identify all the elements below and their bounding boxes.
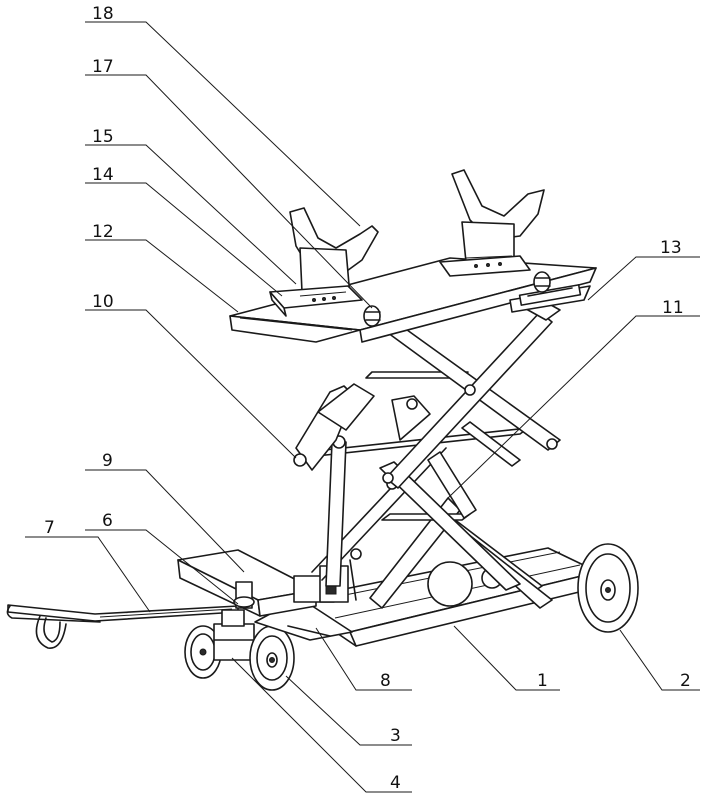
leader-3 bbox=[285, 675, 412, 746]
label-2: 2 bbox=[680, 671, 691, 691]
label-17: 17 bbox=[92, 57, 114, 77]
label-8: 8 bbox=[380, 671, 391, 691]
label-14: 14 bbox=[92, 165, 114, 185]
caster-fork bbox=[213, 609, 255, 661]
label-4: 4 bbox=[390, 773, 401, 793]
label-1: 1 bbox=[537, 671, 548, 691]
leader-7 bbox=[25, 536, 151, 613]
label-11: 11 bbox=[662, 298, 684, 318]
leader-13 bbox=[587, 256, 700, 301]
saddle-left bbox=[269, 207, 379, 317]
leader-17 bbox=[85, 74, 373, 309]
lock-knob-left bbox=[363, 305, 381, 327]
front-wheel-right bbox=[249, 625, 295, 691]
leader-1 bbox=[453, 625, 560, 691]
label-18: 18 bbox=[92, 4, 114, 24]
label-3: 3 bbox=[390, 726, 401, 746]
label-6: 6 bbox=[102, 511, 113, 531]
leader-15 bbox=[85, 144, 297, 285]
leader-11 bbox=[447, 315, 700, 499]
label-15: 15 bbox=[92, 127, 114, 147]
leader-2 bbox=[619, 629, 700, 691]
leader-9 bbox=[85, 469, 245, 573]
saddle-right bbox=[439, 169, 545, 277]
label-13: 13 bbox=[660, 238, 682, 258]
lift-platform bbox=[229, 257, 597, 343]
pivot-bracket bbox=[293, 383, 431, 471]
leader-4 bbox=[231, 657, 412, 793]
leader-8 bbox=[315, 627, 412, 691]
lock-knob-right bbox=[533, 271, 551, 293]
label-10: 10 bbox=[92, 292, 114, 312]
hydraulic-cylinder bbox=[325, 435, 477, 587]
upper-scissor-arms bbox=[379, 289, 561, 591]
label-12: 12 bbox=[92, 222, 114, 242]
rear-wheel bbox=[577, 543, 639, 633]
leader-18 bbox=[85, 21, 361, 227]
leader-12 bbox=[85, 239, 239, 313]
label-7: 7 bbox=[44, 518, 55, 538]
leader-lines bbox=[25, 21, 700, 793]
leader-6 bbox=[85, 529, 239, 605]
slide-rail bbox=[518, 284, 582, 306]
leader-10 bbox=[85, 309, 297, 459]
part-labels: 18 17 15 14 12 10 13 11 9 6 7 8 1 2 3 4 bbox=[44, 4, 691, 793]
label-9: 9 bbox=[102, 451, 113, 471]
leader-14 bbox=[85, 182, 283, 297]
